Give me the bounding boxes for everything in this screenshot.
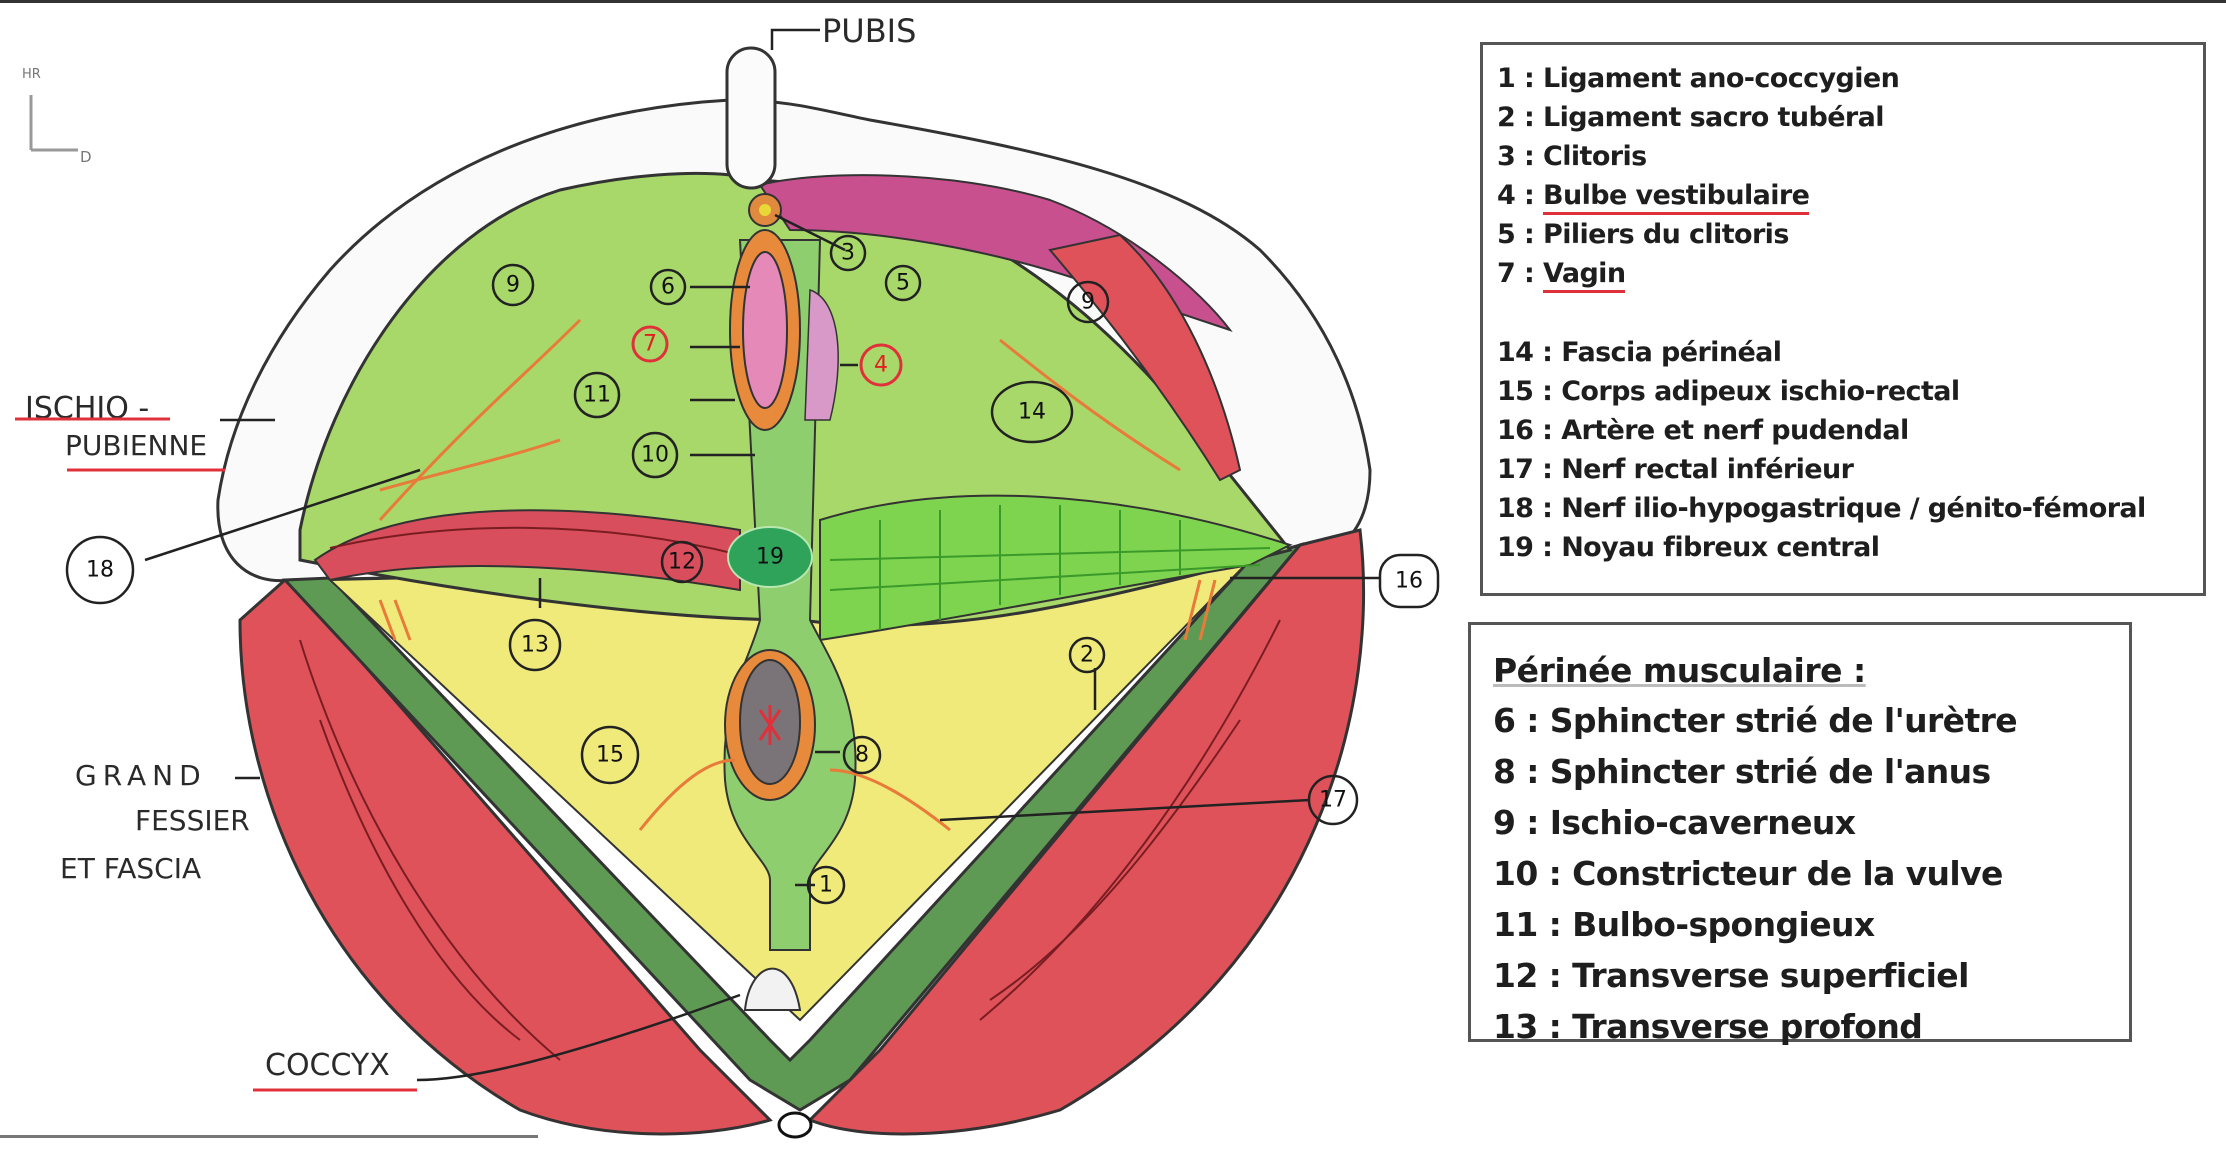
pubic-symphysis: [725, 46, 777, 190]
legend-item: 9 : Ischio-caverneux: [1493, 803, 1856, 842]
marker-11: 11: [573, 371, 621, 419]
vagina: [742, 251, 788, 409]
legend-muscles: Périnée musculaire : 6 : Sphincter strié…: [1468, 622, 2132, 1046]
legend-item: 12 : Transverse superficiel: [1493, 956, 1969, 995]
label-grand-fessier-3: ET FASCIA: [60, 852, 201, 885]
anus-annotation-mark: [758, 705, 782, 745]
legend-item: 5 : Piliers du clitoris: [1497, 219, 1789, 250]
legend-item: 8 : Sphincter strié de l'anus: [1493, 752, 1991, 791]
legend-item: 13 : Transverse profond: [1493, 1007, 1923, 1046]
ischiocavernosus-right: [1048, 233, 1242, 482]
top-border: [0, 0, 2226, 3]
svg-text:13: 13: [521, 633, 549, 658]
legend-item: 2 : Ligament sacro tubéral: [1497, 102, 1885, 133]
label-ischio-pubienne-2: PUBIENNE: [65, 429, 207, 462]
svg-text:9: 9: [506, 273, 520, 298]
marker-18: 18: [65, 535, 135, 605]
leader-lines: [144, 28, 1380, 1082]
legend-item: 16 : Artère et nerf pudendal: [1497, 415, 1909, 446]
legend-item: 7 : Vagin: [1497, 254, 2203, 293]
gluteus-left: [238, 578, 773, 1136]
svg-text:10: 10: [641, 443, 669, 468]
marker-1: 1: [806, 865, 846, 905]
svg-text:4: 4: [874, 353, 888, 378]
transverse-right-green: [819, 494, 1293, 642]
svg-text:9: 9: [1081, 290, 1095, 315]
central-node: [727, 526, 813, 588]
label-ischio-pubienne-1: ISCHIO -: [25, 391, 149, 426]
legend-item: 10 : Constricteur de la vulve: [1493, 854, 2003, 893]
marker-9-left: 9: [491, 263, 535, 307]
legend-structures: 1 : Ligament ano-coccygien 2 : Ligament …: [1480, 42, 2206, 596]
svg-text:8: 8: [855, 743, 869, 768]
orientation-compass: HR D: [22, 67, 92, 166]
svg-text:3: 3: [841, 241, 855, 266]
marker-3: 3: [829, 234, 867, 272]
orientation-right-label: D: [80, 148, 92, 166]
marker-13: 13: [508, 618, 562, 672]
clitoris-body: [758, 174, 1233, 332]
coccyx-bone: [743, 967, 802, 1011]
gluteus-right: [807, 528, 1366, 1136]
marker-8: 8: [842, 735, 882, 775]
legend-item: 15 : Corps adipeux ischio-rectal: [1497, 376, 1960, 407]
svg-text:6: 6: [661, 275, 675, 300]
striation-lines: [829, 505, 1271, 630]
svg-text:16: 16: [1395, 569, 1423, 594]
legend-item: 4 : Bulbe vestibulaire: [1497, 176, 2203, 215]
marker-14: 14: [990, 380, 1074, 444]
svg-text:18: 18: [86, 558, 114, 583]
gluteus-fibers: [299, 619, 1281, 1061]
urethra: [759, 204, 771, 216]
legend-item: 1 : Ligament ano-coccygien: [1497, 63, 1900, 94]
svg-text:5: 5: [896, 271, 910, 296]
marker-10: 10: [631, 431, 679, 479]
marker-16: 16: [1378, 553, 1440, 609]
legend-muscles-title: Périnée musculaire :: [1493, 651, 1866, 690]
bottom-divider: [0, 1135, 538, 1138]
legend-item: 17 : Nerf rectal inférieur: [1497, 454, 1854, 485]
marker-4: 4: [859, 343, 903, 387]
marker-5: 5: [884, 264, 922, 302]
svg-text:19: 19: [756, 545, 784, 570]
legend-item: 19 : Noyau fibreux central: [1497, 532, 1880, 563]
vestibular-bulb: [804, 288, 839, 421]
label-grand-fessier-2: FESSIER: [135, 804, 250, 837]
marker-9-right: 9: [1066, 280, 1110, 324]
marker-15: 15: [580, 725, 640, 785]
marker-17: 17: [1307, 774, 1359, 826]
label-grand-fessier-1: GRAND: [75, 759, 207, 792]
marker-2: 2: [1068, 636, 1106, 674]
legend-item: 6 : Sphincter strié de l'urètre: [1493, 701, 2018, 740]
legend-item: 11 : Bulbo-spongieux: [1493, 905, 1875, 944]
svg-text:12: 12: [668, 550, 696, 575]
legend-item: 14 : Fascia périnéal: [1497, 337, 1782, 368]
svg-text:2: 2: [1080, 643, 1094, 668]
svg-text:14: 14: [1018, 400, 1046, 425]
svg-text:7: 7: [643, 332, 657, 357]
marker-19: 19: [756, 545, 784, 570]
label-coccyx: COCCYX: [265, 1048, 390, 1083]
svg-text:11: 11: [583, 383, 611, 408]
orientation-up-label: HR: [22, 67, 41, 82]
nerve-arrows: [378, 318, 1217, 832]
legend-item: 18 : Nerf ilio-hypogastrique / génito-fé…: [1497, 493, 2146, 524]
marker-12: 12: [660, 540, 704, 584]
svg-text:15: 15: [596, 743, 624, 768]
label-pubis: PUBIS: [822, 12, 916, 50]
legend-item: 3 : Clitoris: [1497, 141, 1647, 172]
svg-text:17: 17: [1319, 788, 1347, 813]
svg-text:1: 1: [819, 873, 833, 898]
coccyx-tip: [777, 1111, 813, 1139]
marker-7: 7: [631, 325, 669, 363]
marker-6: 6: [649, 268, 687, 306]
